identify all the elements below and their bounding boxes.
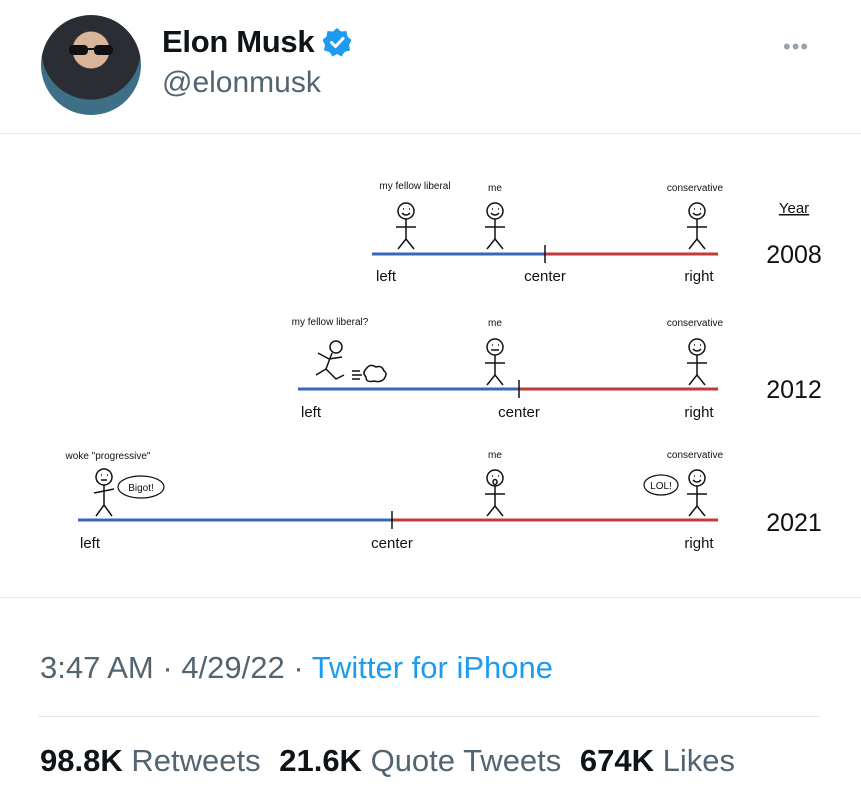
quote-tweets-count: 21.6K — [279, 743, 362, 778]
label-right: right — [684, 535, 714, 552]
meta-separator: · — [162, 650, 173, 685]
row-2012: left center right my fellow liberal? me … — [292, 317, 822, 421]
tweet-date[interactable]: 4/29/22 — [181, 650, 285, 685]
tweet-meta: 3:47 AM · 4/29/22 · Twitter for iPhone — [40, 650, 553, 686]
tweet-time[interactable]: 3:47 AM — [40, 650, 154, 685]
quote-tweets-label: Quote Tweets — [370, 743, 562, 778]
label-center: center — [371, 535, 413, 552]
quote-tweets-stat[interactable]: 21.6K Quote Tweets — [279, 743, 561, 778]
likes-count: 674K — [579, 743, 655, 778]
retweets-stat[interactable]: 98.8K Retweets — [40, 743, 261, 778]
svg-text:Bigot!: Bigot! — [128, 483, 154, 494]
row-2021: left center right woke "progressive" me … — [65, 450, 822, 552]
label-left: left — [376, 268, 397, 285]
year-2021: 2021 — [766, 509, 822, 537]
stats-divider — [38, 716, 820, 717]
year-header: Year — [779, 200, 809, 217]
stick-figure-me — [485, 338, 505, 386]
media-divider — [0, 597, 861, 598]
meta-separator: · — [293, 650, 304, 685]
svg-text:LOL!: LOL! — [650, 481, 672, 492]
label-center: center — [524, 268, 566, 285]
likes-label: Likes — [662, 743, 736, 778]
speech-bubble-lol: LOL! — [643, 474, 679, 496]
figure-label-conservative: conservative — [667, 450, 724, 461]
label-right: right — [684, 404, 714, 421]
stick-figure-woke — [93, 468, 115, 517]
label-right: right — [684, 268, 714, 285]
figure-label-liberal: my fellow liberal? — [292, 317, 369, 328]
likes-stat[interactable]: 674K Likes — [580, 743, 735, 778]
year-2012: 2012 — [766, 376, 822, 404]
label-left: left — [80, 535, 101, 552]
user-handle[interactable]: @elonmusk — [162, 66, 321, 99]
year-2008: 2008 — [766, 241, 822, 269]
avatar[interactable] — [41, 15, 141, 115]
stick-figure-conservative — [687, 469, 707, 517]
figure-label-liberal: my fellow liberal — [379, 181, 450, 192]
figure-label-me: me — [488, 450, 502, 461]
sunglasses-icon — [69, 45, 113, 55]
running-figure-liberal — [315, 340, 387, 383]
label-left: left — [301, 404, 322, 421]
meme-image[interactable]: Year left center right my fellow liberal… — [0, 135, 861, 595]
display-name[interactable]: Elon Musk — [162, 24, 315, 59]
stick-figure-me — [485, 469, 505, 517]
header-divider — [0, 133, 861, 134]
figure-label-conservative: conservative — [667, 318, 724, 329]
tweet-source-link[interactable]: Twitter for iPhone — [311, 650, 553, 685]
verified-badge-icon — [322, 28, 352, 57]
label-center: center — [498, 404, 540, 421]
retweets-label: Retweets — [131, 743, 261, 778]
figure-label-conservative: conservative — [667, 183, 724, 194]
row-2008: left center right my fellow liberal me c… — [372, 181, 822, 285]
figure-label-me: me — [488, 183, 502, 194]
stick-figure-conservative — [687, 338, 707, 386]
figure-label-woke: woke "progressive" — [65, 451, 151, 462]
figure-label-me: me — [488, 318, 502, 329]
retweets-count: 98.8K — [40, 743, 123, 778]
speech-bubble-bigot: Bigot! — [117, 475, 165, 499]
stick-figure-me — [485, 202, 505, 250]
stick-figure-conservative — [687, 202, 707, 250]
tweet-stats: 98.8K Retweets 21.6K Quote Tweets 674K L… — [40, 743, 745, 779]
more-options-icon[interactable]: ••• — [783, 34, 810, 59]
stick-figure-liberal — [396, 202, 416, 250]
